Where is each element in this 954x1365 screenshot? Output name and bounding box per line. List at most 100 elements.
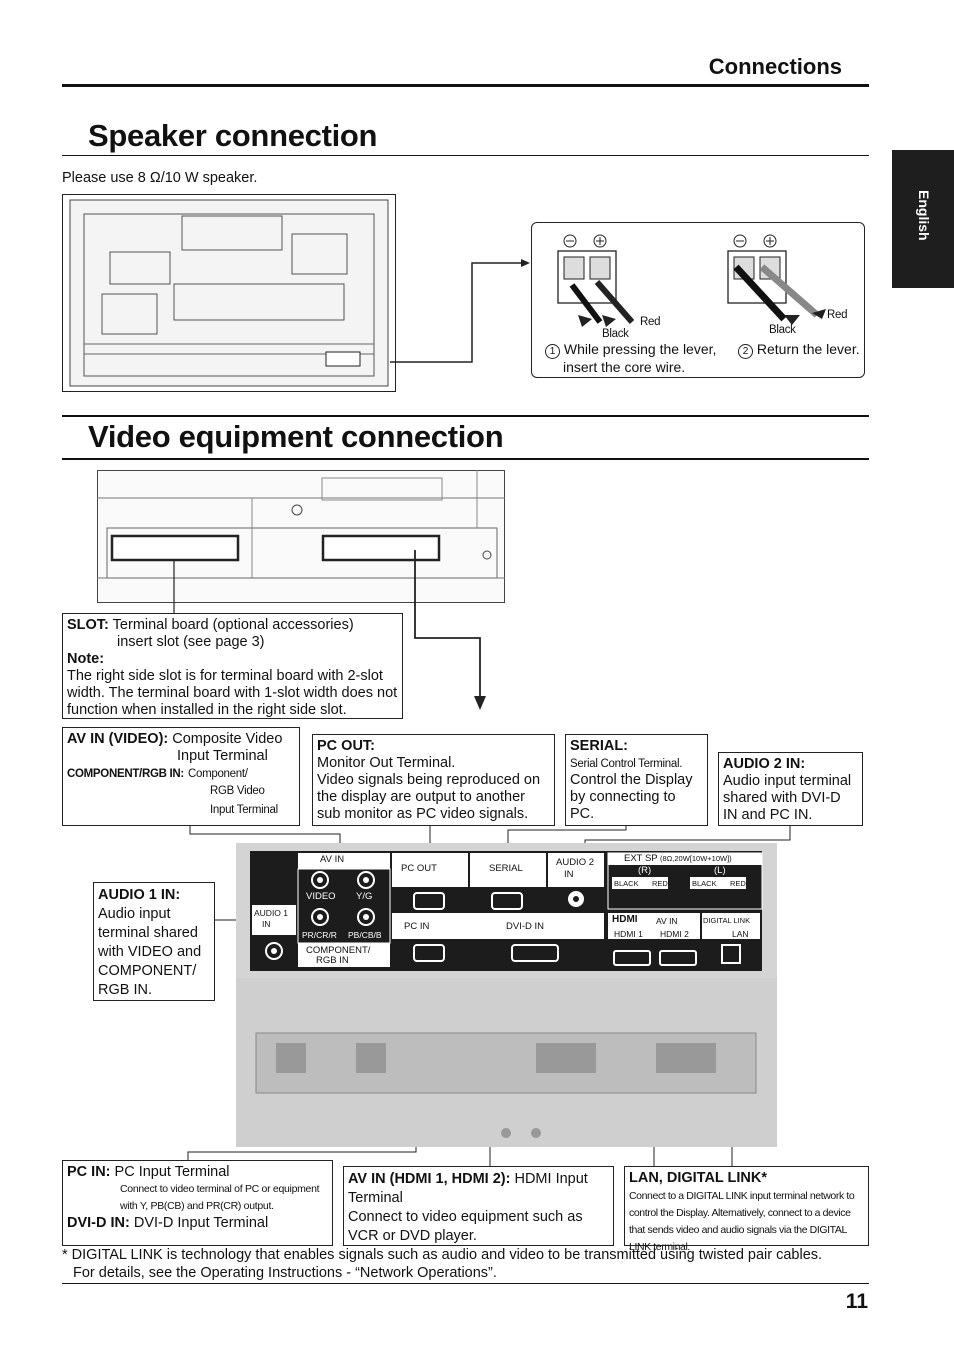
panel-l: (L): [714, 865, 726, 876]
video-top-rule: [62, 415, 869, 417]
panel-red-l: RED: [730, 879, 746, 888]
av-in-line1: Composite Video: [172, 731, 283, 747]
panel-pr: PR/CR/R: [302, 930, 337, 940]
panel-pb: PB/CB/B: [348, 930, 382, 940]
panel-red-r: RED: [652, 879, 668, 888]
panel-audio2b: IN: [564, 869, 574, 880]
connector-arrow: [390, 259, 530, 363]
panel-serial: SERIAL: [489, 863, 523, 874]
speaker-title: Speaker connection: [88, 118, 378, 153]
dvi-in-label: DVI-D IN:: [67, 1215, 130, 1231]
serial-callout: SERIAL: Serial Control Terminal. Control…: [565, 734, 708, 826]
pc-in-callout: PC IN: PC Input Terminal Connect to vide…: [62, 1160, 333, 1246]
panel-pc-in: PC IN: [404, 921, 430, 932]
slot-line2: insert slot (see page 3): [117, 634, 265, 650]
page-number: 11: [845, 1290, 868, 1313]
panel-audio1a: AUDIO 1: [254, 908, 289, 918]
pc-in-label: PC IN:: [67, 1164, 111, 1180]
audio1-label: AUDIO 1 IN:: [98, 887, 181, 903]
audio2-label: AUDIO 2 IN:: [723, 756, 806, 772]
display-rear-illustration: [62, 194, 396, 392]
audio1-callout: AUDIO 1 IN: Audio input terminal shared …: [93, 882, 215, 1001]
hdmi-line1: HDMI Input: [514, 1171, 588, 1187]
video-rule: [62, 458, 869, 460]
panel-black-r: BLACK: [614, 879, 639, 888]
black-label-1: Black: [602, 328, 629, 340]
component-label: COMPONENT/RGB IN:: [67, 768, 184, 780]
audio2-callout: AUDIO 2 IN: Audio input terminal shared …: [718, 752, 863, 826]
panel-ext-spec: (8Ω,20W[10W+10W]): [660, 854, 732, 863]
slot-line1: Terminal board (optional accessories): [112, 617, 354, 633]
language-tab: English: [892, 150, 954, 288]
speaker-rule: [62, 155, 869, 156]
step1-line1: While pressing the lever,: [563, 341, 717, 357]
lan-label: LAN, DIGITAL LINK*: [629, 1170, 768, 1186]
pc-out-label: PC OUT:: [317, 738, 375, 754]
panel-r: (R): [638, 865, 652, 876]
panel-pc-out: PC OUT: [401, 863, 437, 874]
speaker-note: Please use 8 Ω/10 W speaker.: [62, 170, 258, 186]
step1: 1 While pressing the lever, insert the c…: [545, 341, 716, 376]
pc-in-line3: with Y, PB(CB) and PR(CR) output.: [120, 1200, 274, 1212]
pc-in-line2: Connect to video terminal of PC or equip…: [120, 1183, 320, 1195]
pc-in-line1: PC Input Terminal: [114, 1164, 230, 1180]
speaker-terminal-detail: Red Black Red Black 1 While pressing the…: [531, 222, 865, 378]
terminal-return-illustration: [727, 234, 826, 325]
panel-ext-sp: EXT SP: [624, 853, 658, 864]
av-in-line2: Input Terminal: [177, 748, 268, 764]
terminal-panel: [236, 843, 777, 1147]
header-rule: [62, 84, 869, 87]
panel-rgb-in: RGB IN: [316, 955, 349, 966]
panel-audio1b: IN: [262, 919, 271, 929]
display-slot-illustration: [97, 470, 505, 603]
hdmi-line2: Terminal: [348, 1190, 403, 1206]
panel-labels: AV IN VIDEO Y/G PR/CR/R PB/CB/B COMPONEN…: [236, 843, 777, 973]
panel-hdmi-logo: HDMI: [612, 914, 638, 925]
footer-rule: [62, 1283, 869, 1284]
serial-line1: Serial Control Terminal.: [570, 758, 683, 770]
slot-leader-lines: [173, 550, 486, 710]
lan-callout: LAN, DIGITAL LINK* Connect to a DIGITAL …: [624, 1166, 869, 1253]
audio1-text: Audio input terminal shared with VIDEO a…: [98, 906, 202, 998]
slot-callout: SLOT: Terminal board (optional accessori…: [62, 613, 403, 719]
panel-digital-link: DIGITAL LINK: [703, 916, 751, 925]
panel-hdmi2: HDMI 2: [660, 929, 689, 939]
panel-hdmi1: HDMI 1: [614, 929, 643, 939]
step2-text: Return the lever.: [756, 341, 860, 357]
pc-out-line2: Video signals being reproduced on the di…: [317, 772, 541, 822]
av-in-callout: AV IN (VIDEO): Composite Video Input Ter…: [62, 727, 300, 826]
panel-yg: Y/G: [356, 891, 373, 902]
hdmi-label: AV IN (HDMI 1, HDMI 2):: [348, 1171, 511, 1187]
step1-line2: insert the core wire.: [563, 359, 686, 375]
red-label-1: Red: [640, 316, 661, 328]
slot-note-label: Note:: [67, 651, 105, 667]
component-line3: Input Terminal: [210, 804, 278, 816]
serial-line2: Control the Display by connecting to PC.: [570, 772, 693, 822]
panel-audio2a: AUDIO 2: [556, 857, 595, 868]
panel-video: VIDEO: [306, 891, 336, 902]
panel-hdmi-av-in: AV IN: [656, 916, 678, 926]
dvi-in-text: DVI-D Input Terminal: [133, 1215, 269, 1231]
panel-component: COMPONENT/: [306, 945, 371, 956]
panel-black-l: BLACK: [692, 879, 717, 888]
black-label-2: Black: [769, 324, 796, 336]
panel-dvi-in: DVI-D IN: [506, 921, 544, 932]
step2: 2 Return the lever.: [738, 341, 860, 359]
panel-lan: LAN: [732, 929, 749, 939]
lan-text: Connect to a DIGITAL LINK input terminal…: [629, 1190, 855, 1253]
red-label-2: Red: [827, 309, 848, 321]
pc-out-callout: PC OUT: Monitor Out Terminal. Video sign…: [312, 734, 555, 826]
video-title: Video equipment connection: [88, 419, 504, 454]
panel-av-in: AV IN: [320, 854, 345, 865]
terminal-press-illustration: [557, 234, 635, 327]
av-in-label: AV IN (VIDEO):: [67, 731, 169, 747]
section-title: Connections: [708, 54, 842, 79]
serial-label: SERIAL:: [570, 738, 628, 754]
audio2-text: Audio input terminal shared with DVI-D I…: [723, 773, 852, 823]
component-line1: Component/: [187, 768, 248, 780]
hdmi-callout: AV IN (HDMI 1, HDMI 2): HDMI Input Termi…: [343, 1166, 614, 1246]
hdmi-line3: Connect to video equipment such as VCR o…: [348, 1209, 583, 1244]
slot-note: The right side slot is for terminal boar…: [67, 668, 398, 718]
footnote-line1: * DIGITAL LINK is technology that enable…: [62, 1247, 823, 1263]
step2-number: 2: [738, 344, 753, 359]
